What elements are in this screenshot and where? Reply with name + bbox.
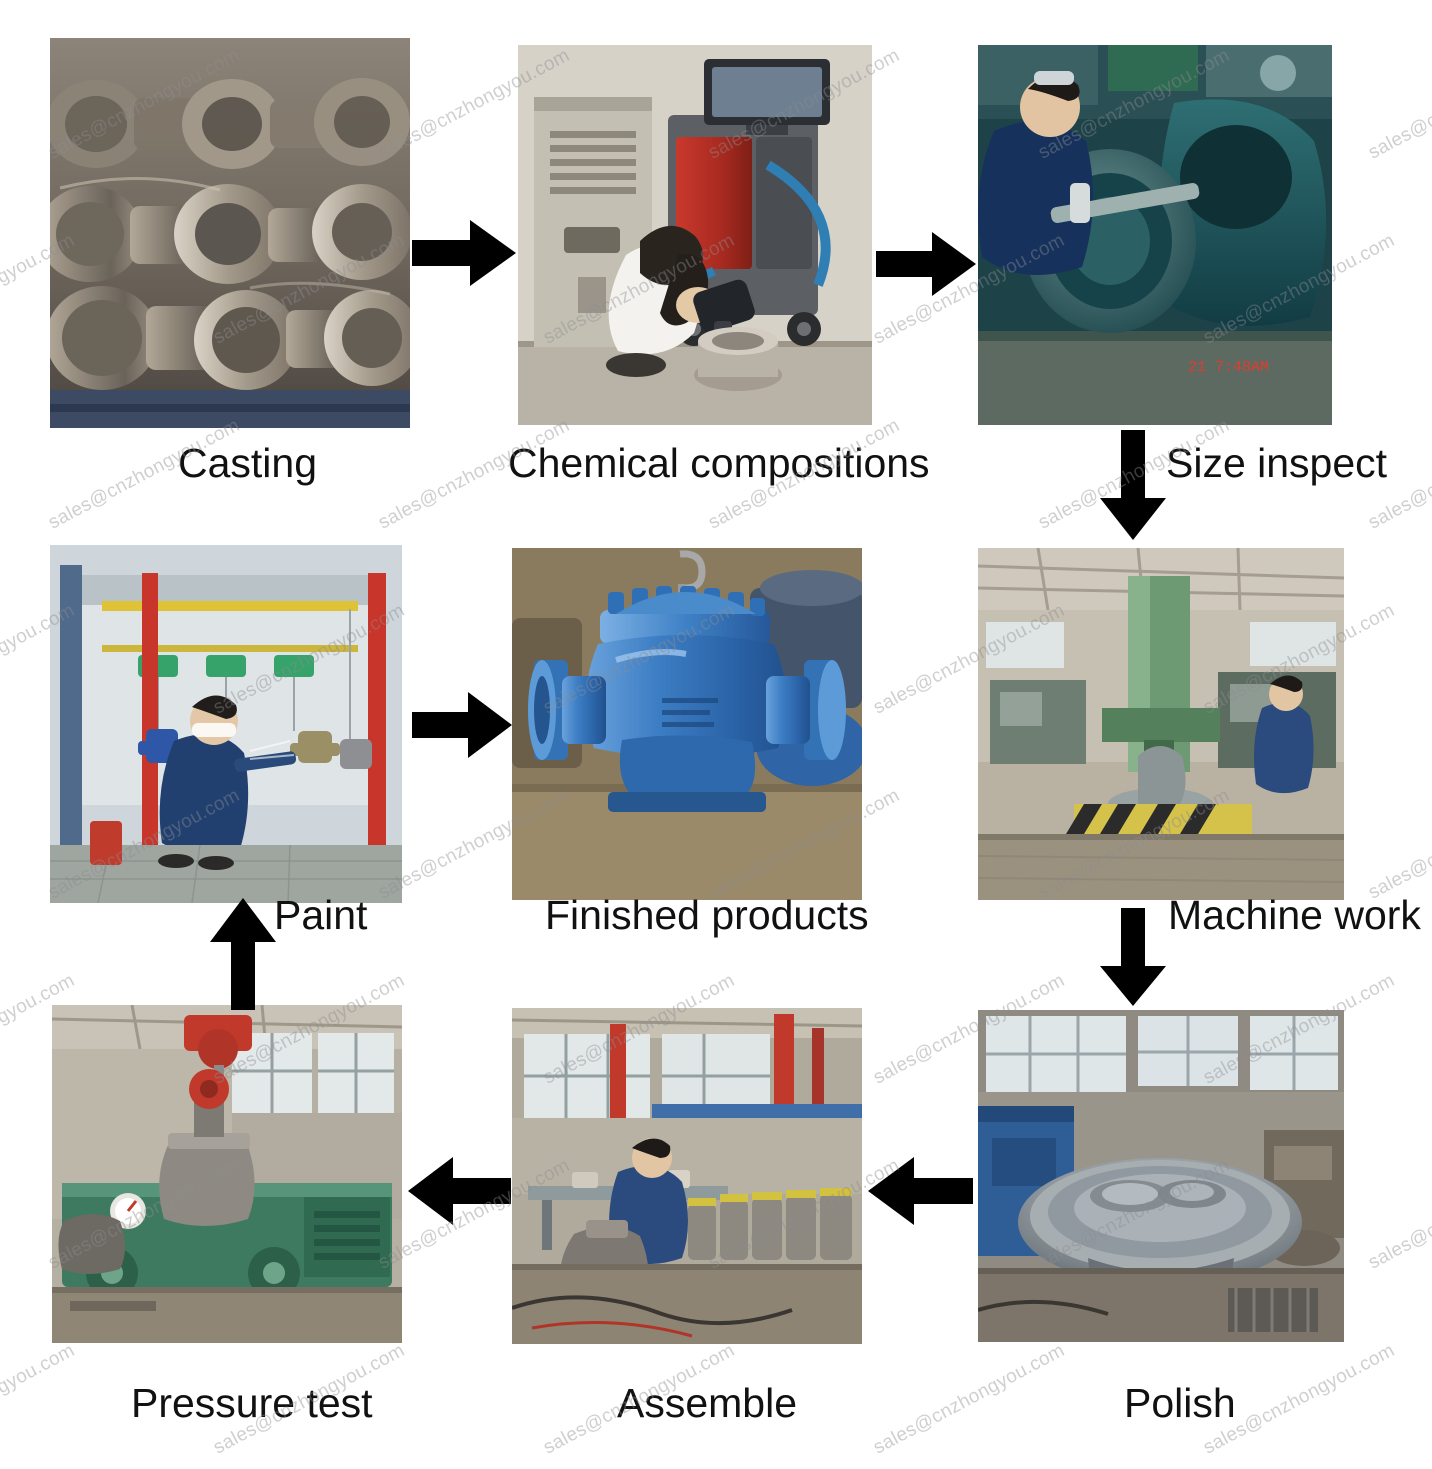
step-label-pressure-test: Pressure test xyxy=(131,1380,373,1426)
step-label-polish: Polish xyxy=(1124,1380,1236,1426)
photo-pressure-test xyxy=(52,1005,402,1343)
photo-chemical-compositions xyxy=(518,45,872,425)
photo-machine-work xyxy=(978,548,1344,900)
step-label-paint: Paint xyxy=(274,892,368,938)
step-label-machine-work: Machine work xyxy=(1168,892,1421,938)
arrow-left-assemble-to-pressure-test xyxy=(408,1155,511,1227)
arrow-down-machine-work-to-polish xyxy=(1098,908,1168,1006)
step-label-casting: Casting xyxy=(178,440,318,486)
photo-assemble xyxy=(512,1008,862,1344)
step-label-assemble: Assemble xyxy=(617,1380,798,1426)
photo-size-inspect: 21 7:48AM xyxy=(978,45,1332,425)
svg-text:21 7:48AM: 21 7:48AM xyxy=(1188,359,1269,376)
step-label-size-inspect: Size inspect xyxy=(1166,440,1388,486)
step-label-finished-products: Finished products xyxy=(545,892,869,938)
photo-casting xyxy=(50,38,410,428)
arrow-right-casting-to-chemical xyxy=(412,218,516,288)
photo-finished-products xyxy=(512,548,862,900)
photo-paint xyxy=(50,545,402,903)
arrow-right-paint-to-finished-products xyxy=(412,690,512,760)
photo-polish xyxy=(978,1010,1344,1342)
arrow-down-size-inspect-to-machine-work xyxy=(1098,430,1168,540)
arrow-left-polish-to-assemble xyxy=(868,1155,973,1227)
arrow-right-chemical-to-size-inspect xyxy=(876,230,976,298)
step-label-chemical-compositions: Chemical compositions xyxy=(508,440,930,486)
arrow-up-pressure-test-to-paint xyxy=(208,898,278,1010)
